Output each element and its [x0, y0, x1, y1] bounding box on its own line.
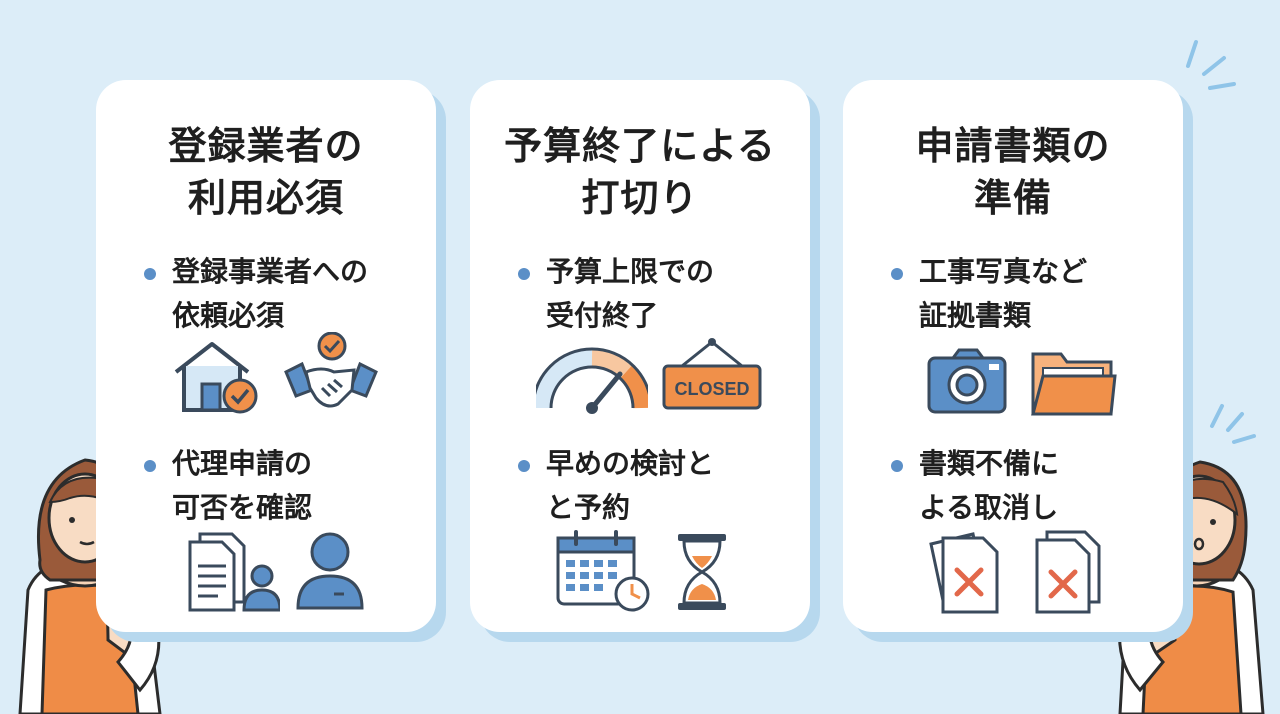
card-title-line-2: 利用必須	[187, 176, 344, 220]
bullet-line-2: よる取消し	[919, 491, 1059, 524]
card-budget-cutoff: 予算終了による 打切り 予算上限での 受付終了 CLOSED 早めの検討と	[470, 80, 810, 632]
card-title: 予算終了による 打切り	[470, 120, 810, 224]
person-icon	[296, 532, 364, 610]
card-title: 登録業者の 利用必須	[96, 120, 436, 224]
icon-row	[96, 332, 436, 418]
bullet-item: 予算上限での 受付終了	[518, 250, 808, 338]
house-check-icon	[174, 342, 258, 414]
bullet-line-2: 依頼必須	[172, 299, 285, 332]
bullet-line-2: 可否を確認	[172, 491, 313, 524]
card-title-line-1: 予算終了による	[504, 124, 776, 168]
bullet-item: 代理申請の 可否を確認	[144, 442, 434, 530]
bullet-line-1: 書類不備に	[919, 447, 1060, 480]
bullet-line-2: 証拠書類	[919, 299, 1032, 332]
icon-row	[843, 528, 1183, 614]
rejected-document-icon	[929, 532, 999, 614]
handshake-check-icon	[284, 332, 378, 408]
bullet-item: 早めの検討と と予約	[518, 442, 808, 530]
bullet-line-1: 早めの検討と	[546, 447, 715, 480]
bullet-line-1: 工事写真など	[919, 255, 1088, 288]
closed-sign-text: CLOSED	[674, 379, 749, 399]
bullet-item: 書類不備に よる取消し	[891, 442, 1181, 530]
document-person-icon	[188, 532, 280, 612]
bullet-dot	[144, 268, 156, 280]
bullet-dot	[144, 460, 156, 472]
bullet-dot	[518, 268, 530, 280]
icon-row	[96, 528, 436, 612]
card-title-line-2: 準備	[973, 176, 1052, 220]
bullet-line-1: 登録事業者への	[172, 255, 369, 288]
folder-icon	[1031, 352, 1117, 416]
card-title-line-1: 登録業者の	[168, 124, 364, 168]
hourglass-icon	[678, 534, 726, 610]
bullet-item: 工事写真など 証拠書類	[891, 250, 1181, 338]
card-registered-contractor: 登録業者の 利用必須 登録事業者への 依頼必須 代理申請の 可否	[96, 80, 436, 632]
sparkle-lines-top-right	[1186, 40, 1236, 90]
bullet-dot	[891, 460, 903, 472]
icon-row	[470, 528, 810, 612]
bullet-line-2: と予約	[546, 491, 631, 524]
card-application-documents: 申請書類の 準備 工事写真など 証拠書類 書類不備に よる取消し	[843, 80, 1183, 632]
camera-icon	[927, 348, 1007, 414]
bullet-line-1: 予算上限での	[546, 255, 715, 288]
bullet-line-1: 代理申請の	[172, 447, 313, 480]
card-title: 申請書類の 準備	[843, 120, 1183, 224]
bullet-dot	[518, 460, 530, 472]
card-title-line-1: 申請書類の	[915, 124, 1111, 168]
closed-sign-icon: CLOSED	[662, 338, 762, 410]
bullet-line-2: 受付終了	[546, 299, 659, 332]
rejected-document-icon	[1035, 530, 1101, 614]
bullet-item: 登録事業者への 依頼必須	[144, 250, 434, 338]
gauge-icon	[536, 347, 648, 414]
icon-row: CLOSED	[470, 338, 810, 418]
sparkle-lines-right	[1210, 404, 1256, 444]
calendar-clock-icon	[556, 530, 650, 612]
bullet-dot	[891, 268, 903, 280]
icon-row	[843, 338, 1183, 418]
card-title-line-2: 打切り	[581, 176, 699, 220]
